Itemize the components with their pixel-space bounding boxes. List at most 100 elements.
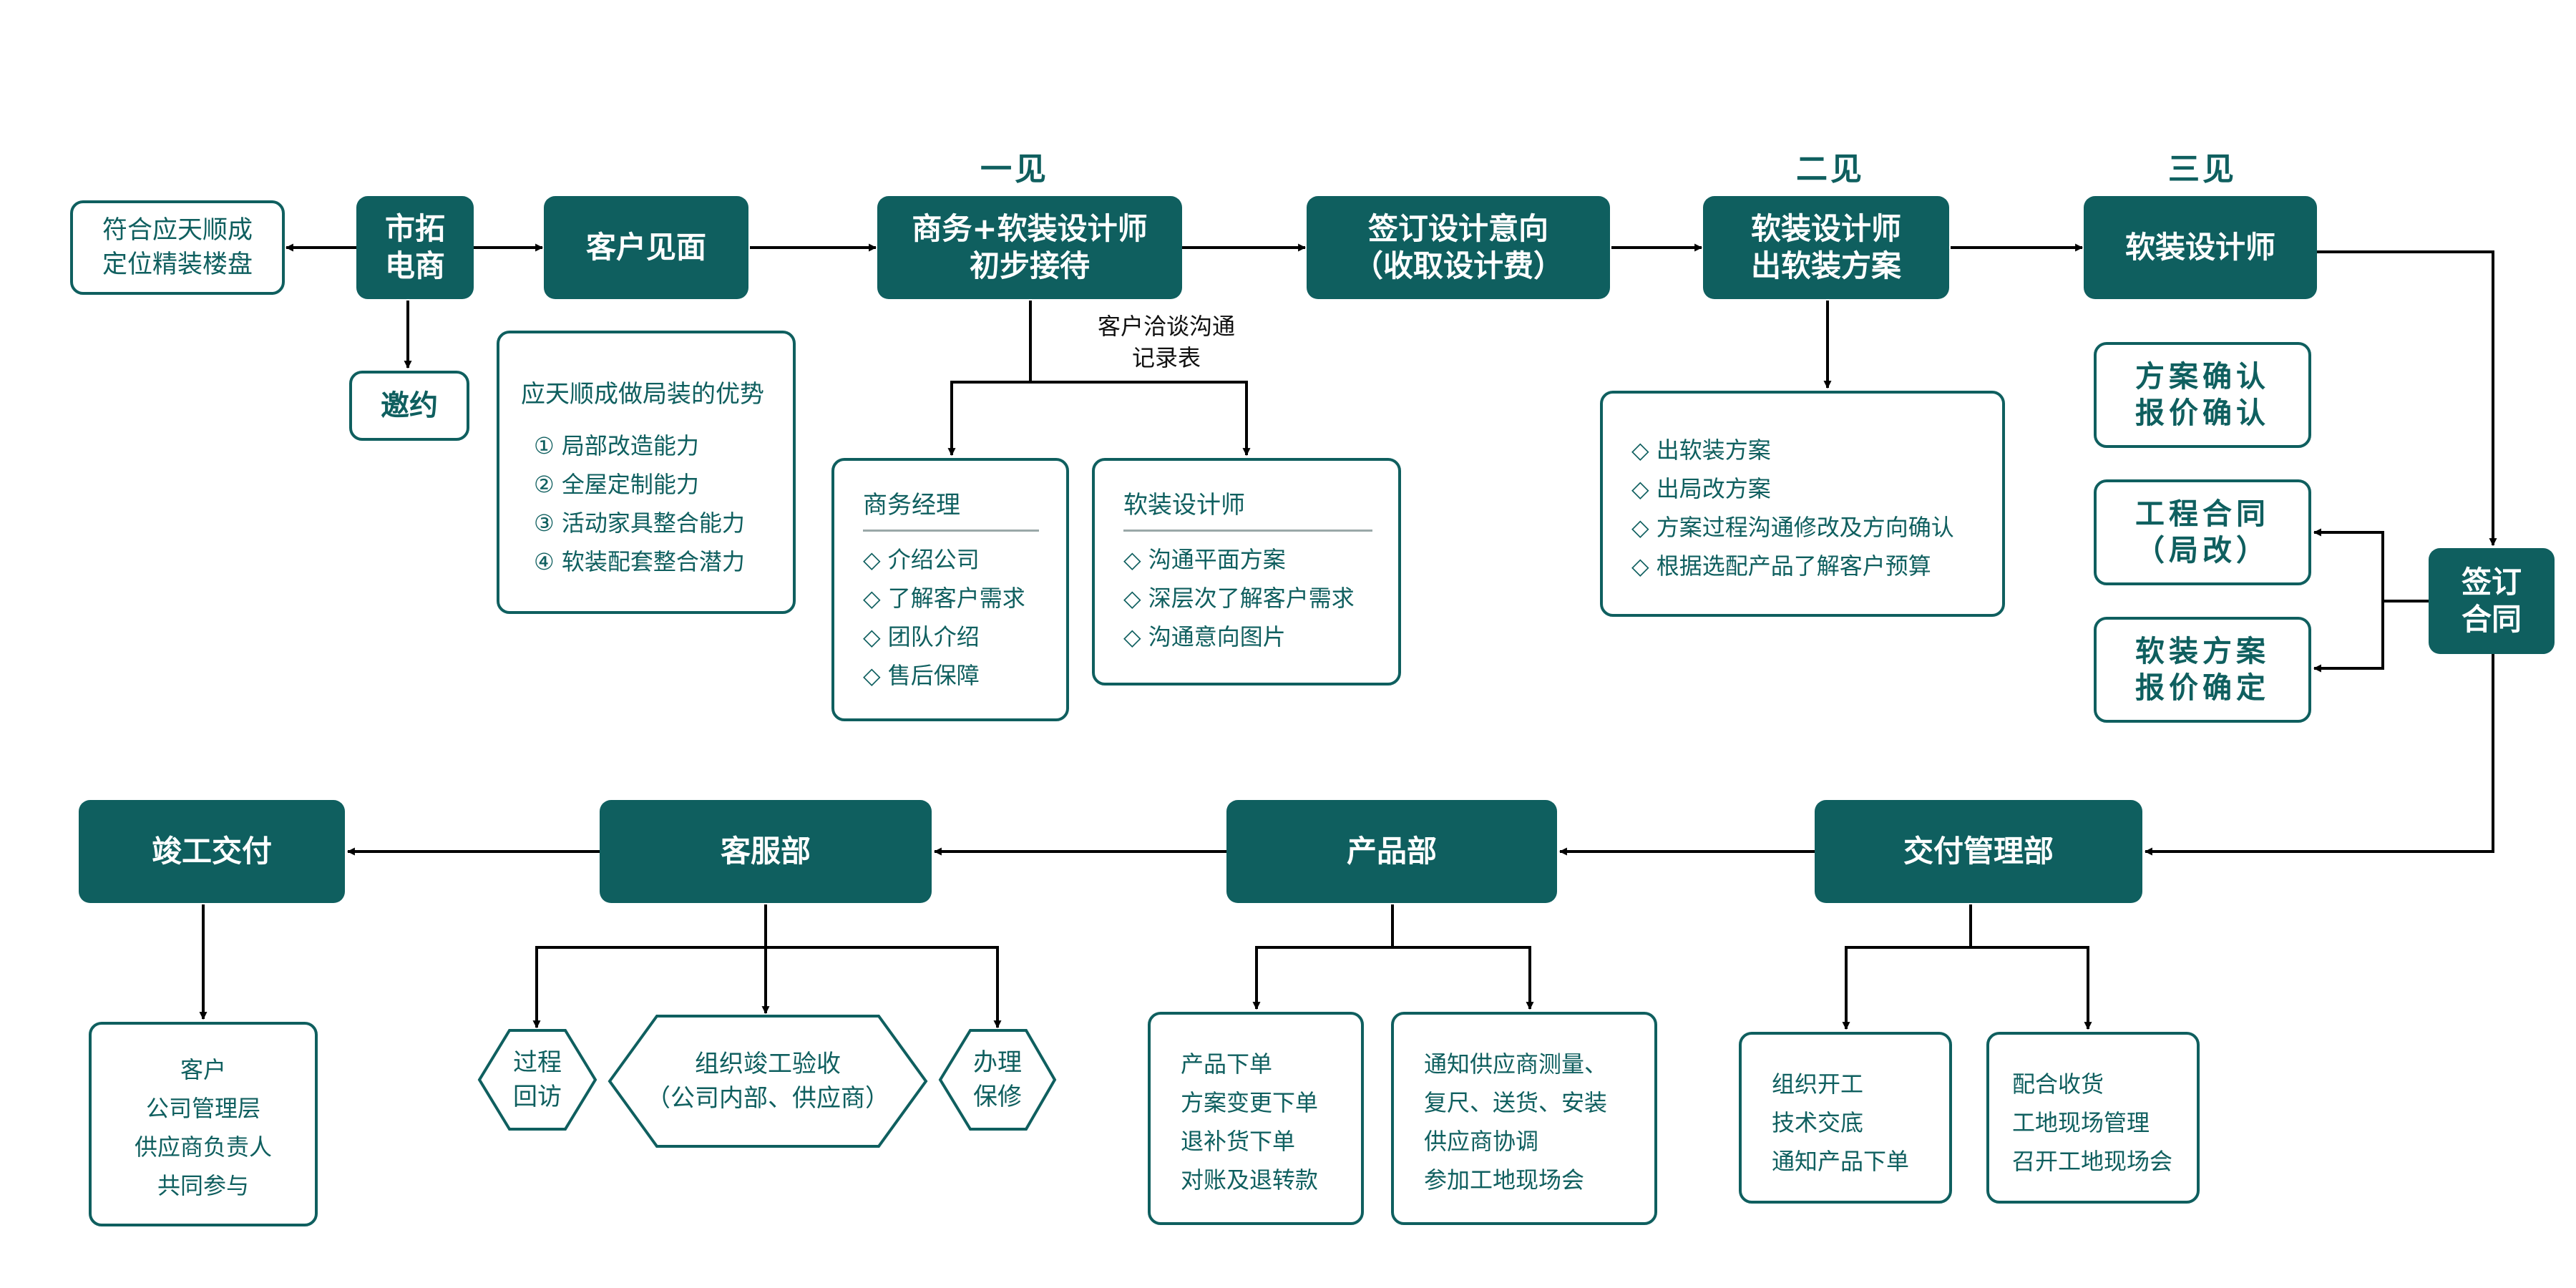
connector-designer-to-sign (2317, 250, 2497, 547)
advantage-item: ④ 软装配套整合潜力 (534, 548, 745, 575)
connector-product-to-right (1392, 946, 1534, 1010)
node-design-intent: 签订设计意向 （收取设计费） (1307, 196, 1610, 299)
hex-completion-acceptance: 组织竣工验收 （公司内部、供应商） (608, 1016, 927, 1146)
node-scheme-text: 软装设计师 出软装方案 (1750, 211, 1901, 283)
participant-item: 共同参与 (157, 1172, 249, 1199)
connector-service-to-visit (532, 904, 767, 1029)
soft-quote-text: 软装方案 报价确定 (2135, 634, 2270, 705)
node-market-text: 市拓 电商 (384, 211, 445, 283)
delivery-left-item: 技术交底 (1772, 1109, 1864, 1136)
delivery-left-item: 通知产品下单 (1772, 1148, 1910, 1175)
node-delivery-text: 交付管理部 (1903, 834, 2054, 869)
connector-delivery-to-right (1971, 946, 2092, 1030)
box-advantages: 应天顺成做局装的优势 ① 局部改造能力 ② 全屋定制能力 ③ 活动家具整合能力 … (497, 331, 796, 614)
manager-item: ◇ 了解客户需求 (863, 585, 1025, 612)
product-left-item: 退补货下单 (1181, 1128, 1296, 1155)
node-complete-text: 竣工交付 (151, 834, 272, 869)
scheme-item: ◇ 根据选配产品了解客户预算 (1631, 552, 1931, 580)
hex-visit-text: 过程 回访 (513, 1048, 562, 1111)
stage-label-first: 一见 (980, 151, 1049, 187)
connector-sign-to-delivery (2144, 654, 2494, 856)
product-left-item: 对账及退转款 (1181, 1166, 1319, 1194)
confirm-text: 方案确认 报价确认 (2135, 359, 2270, 430)
delivery-right-item: 工地现场管理 (2012, 1109, 2150, 1136)
participant-item: 公司管理层 (145, 1095, 260, 1122)
box-participants: 客户 公司管理层 供应商负责人 共同参与 (89, 1022, 318, 1226)
node-product-text: 产品部 (1346, 834, 1437, 869)
designer-item: ◇ 沟通意向图片 (1123, 623, 1286, 650)
node-invite-text: 邀约 (381, 389, 438, 422)
advantages-title: 应天顺成做局装的优势 (521, 380, 764, 409)
node-soft-quote: 软装方案 报价确定 (2094, 617, 2311, 723)
connector-service-to-warranty (766, 946, 1002, 1029)
node-completion-delivery: 竣工交付 (79, 800, 345, 903)
manager-item: ◇ 团队介绍 (863, 623, 980, 650)
connector-sign-to-soft-quote (2313, 601, 2384, 673)
node-product-department: 产品部 (1226, 800, 1557, 903)
node-initial-reception: 商务+软装设计师 初步接待 (877, 196, 1182, 299)
stage-label-third: 三见 (2168, 151, 2237, 187)
product-left-item: 方案变更下单 (1181, 1089, 1319, 1116)
product-right-item: 供应商协调 (1424, 1128, 1539, 1155)
node-customer-service: 客服部 (600, 800, 932, 903)
delivery-left-item: 组织开工 (1772, 1070, 1864, 1098)
hex-follow-up-visit: 过程 回访 (478, 1030, 597, 1129)
product-right-item: 复尺、送货、安装 (1424, 1089, 1608, 1116)
participant-item: 客户 (180, 1056, 226, 1083)
designer-item: ◇ 深层次了解客户需求 (1123, 585, 1355, 612)
connector-delivery-to-left (1842, 904, 1972, 1030)
node-scheme-quote-confirm: 方案确认 报价确认 (2094, 342, 2311, 448)
delivery-right-item: 配合收货 (2012, 1070, 2104, 1098)
node-market-ecommerce: 市拓 电商 (356, 196, 474, 299)
advantage-item: ② 全屋定制能力 (534, 471, 699, 498)
manager-item: ◇ 售后保障 (863, 662, 980, 689)
box-product-left: 产品下单 方案变更下单 退补货下单 对账及退转款 (1148, 1012, 1364, 1225)
note-client-record: 客户洽谈沟通 记录表 (1080, 311, 1252, 374)
advantage-item: ① 局部改造能力 (534, 432, 699, 459)
hex-acceptance-text: 组织竣工验收 （公司内部、供应商） (646, 1050, 889, 1113)
node-designer3-text: 软装设计师 (2124, 230, 2275, 265)
node-soft-designer: 软装设计师 (2084, 196, 2317, 299)
node-customer-meeting: 客户见面 (544, 196, 748, 299)
connector-reception-to-manager (947, 301, 1032, 457)
box-soft-designer: 软装设计师 ◇ 沟通平面方案 ◇ 深层次了解客户需求 ◇ 沟通意向图片 (1092, 458, 1401, 686)
node-soft-scheme: 软装设计师 出软装方案 (1703, 196, 1949, 299)
connector-product-to-left (1252, 904, 1394, 1010)
box-product-right: 通知供应商测量、 复尺、送货、安装 供应商协调 参加工地现场会 (1391, 1012, 1657, 1225)
connector-reception-to-designer (1030, 381, 1251, 457)
hex-warranty: 办理 保修 (939, 1030, 1056, 1129)
manager-item: ◇ 介绍公司 (863, 546, 980, 573)
node-target-text: 符合应天顺成 定位精装楼盘 (102, 216, 253, 279)
node-invite: 邀约 (349, 371, 469, 441)
node-intent-text: 签订设计意向 （收取设计费） (1352, 211, 1563, 283)
stage-label-second: 二见 (1796, 151, 1865, 187)
connector-sign-to-engineering (2313, 528, 2429, 602)
node-engineering-contract: 工程合同 （局改） (2094, 479, 2311, 585)
delivery-right-item: 召开工地现场会 (2012, 1148, 2173, 1175)
node-meeting-text: 客户见面 (585, 230, 706, 265)
designer-title: 软装设计师 (1123, 487, 1372, 532)
hex-outline-visit (477, 1029, 597, 1131)
hex-repair-text: 办理 保修 (973, 1048, 1022, 1111)
scheme-item: ◇ 方案过程沟通修改及方向确认 (1631, 514, 1954, 541)
product-right-item: 参加工地现场会 (1424, 1166, 1585, 1194)
box-delivery-right: 配合收货 工地现场管理 召开工地现场会 (1986, 1032, 2200, 1204)
box-delivery-left: 组织开工 技术交底 通知产品下单 (1739, 1032, 1952, 1204)
box-scheme-details: ◇ 出软装方案 ◇ 出局改方案 ◇ 方案过程沟通修改及方向确认 ◇ 根据选配产品… (1600, 391, 2005, 617)
advantage-item: ③ 活动家具整合能力 (534, 509, 745, 537)
hex-outline-warranty (938, 1029, 1057, 1131)
manager-title: 商务经理 (863, 487, 1039, 532)
hex-outline-acceptance (608, 1015, 928, 1148)
node-reception-text: 商务+软装设计师 初步接待 (912, 211, 1148, 283)
engineering-text: 工程合同 （局改） (2135, 497, 2270, 567)
product-right-item: 通知供应商测量、 (1424, 1050, 1608, 1078)
scheme-item: ◇ 出软装方案 (1631, 436, 1771, 464)
node-service-text: 客服部 (720, 834, 811, 869)
product-left-item: 产品下单 (1181, 1050, 1273, 1078)
node-delivery-management: 交付管理部 (1815, 800, 2142, 903)
node-sign-contract: 签订 合同 (2429, 548, 2555, 654)
participant-item: 供应商负责人 (134, 1133, 272, 1161)
node-sign-text: 签订 合同 (2461, 565, 2522, 637)
note-record-text: 客户洽谈沟通 记录表 (1097, 313, 1235, 371)
